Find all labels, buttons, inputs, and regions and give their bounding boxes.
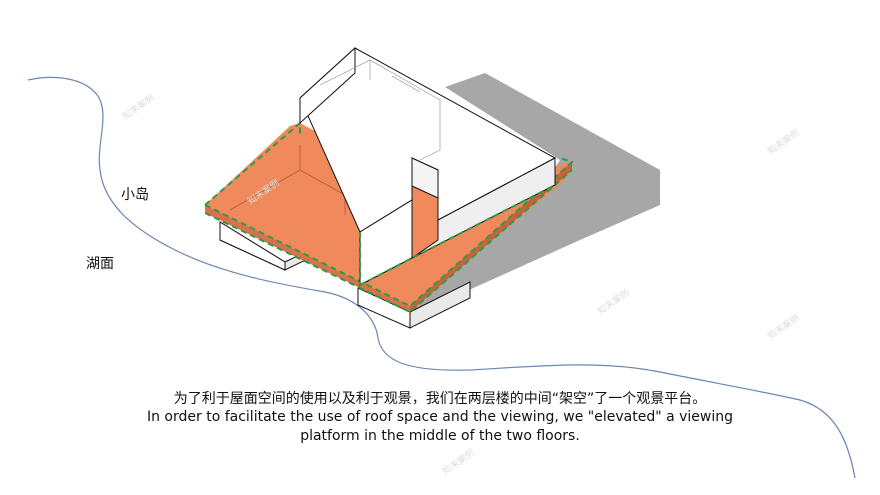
- lake-label: 湖面: [86, 256, 114, 272]
- caption-chinese: 为了利于屋面空间的使用以及利于观景，我们在两层楼的中间“架空”了一个观景平台。: [173, 391, 707, 407]
- upper-building: [299, 46, 557, 286]
- caption-english-line-1: In order to facilitate the use of roof s…: [146, 409, 734, 425]
- shoreline-path: [27, 76, 856, 479]
- island-label: 小岛: [121, 187, 149, 203]
- caption-english-line-2: platform in the middle of the two floors…: [300, 428, 580, 444]
- lower-floor-right: [357, 281, 471, 329]
